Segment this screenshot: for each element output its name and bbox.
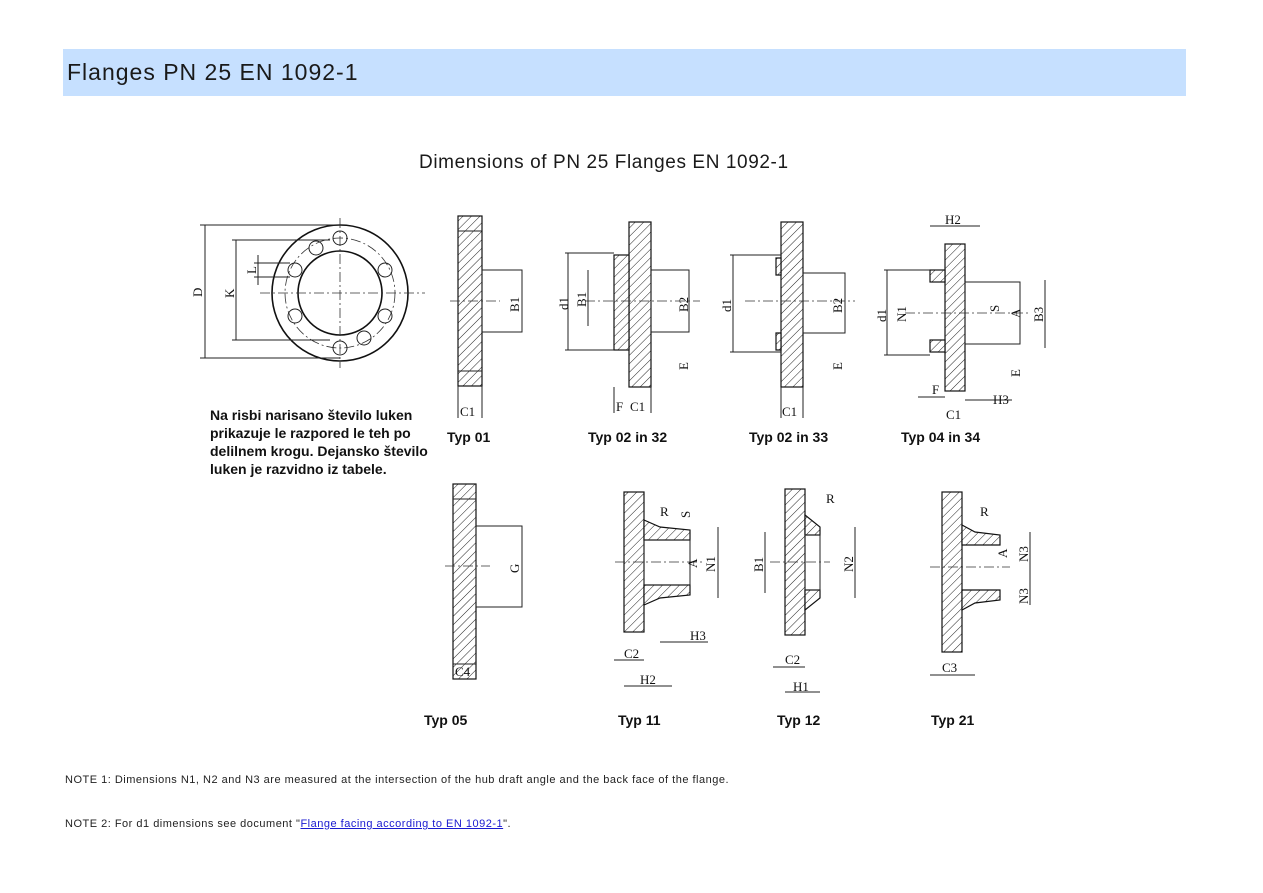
- label-typ-02-32: Typ 02 in 32: [588, 429, 667, 445]
- dim-R-typ11: R: [660, 504, 669, 519]
- label-typ-11: Typ 11: [618, 712, 661, 728]
- dim-C3-typ21: C3: [942, 660, 957, 675]
- label-typ-05: Typ 05: [424, 712, 468, 728]
- dim-C1-typ0232: C1: [630, 399, 645, 414]
- dim-C2-typ11: C2: [624, 646, 639, 661]
- typ-12-drawing: B1 N2 R C2 H1 Typ 12: [751, 488, 856, 728]
- dim-E-typ0233: E: [830, 362, 845, 370]
- hole-layout-info-text: Na risbi narisano število luken prikazuj…: [210, 407, 428, 477]
- diagram-title: Dimensions of PN 25 Flanges EN 1092-1: [419, 152, 789, 173]
- dim-C1-typ0434: C1: [946, 407, 961, 422]
- dim-B1-typ0232: B1: [574, 292, 589, 307]
- typ-02-32-drawing: d1 B1 B2 E F C1 Typ 02 in 32: [556, 221, 700, 445]
- label-typ-04-34: Typ 04 in 34: [901, 429, 980, 445]
- note-2-prefix: NOTE 2: For d1 dimensions see document ": [65, 818, 301, 830]
- typ-02-33-drawing: d1 B2 E C1 Typ 02 in 33: [719, 221, 855, 445]
- typ-05-drawing: G C4 Typ 05: [424, 483, 523, 728]
- front-view-drawing: D K L: [190, 218, 425, 368]
- dim-H2-typ0434: H2: [945, 212, 961, 227]
- page-title: Flanges PN 25 EN 1092-1: [67, 59, 359, 85]
- dim-N1-typ11: N1: [703, 556, 718, 572]
- label-typ-02-33: Typ 02 in 33: [749, 429, 828, 445]
- dim-G-typ05: G: [507, 564, 522, 573]
- dim-H3-typ0434: H3: [993, 392, 1009, 407]
- dim-D: D: [190, 288, 205, 297]
- dim-C4-typ05: C4: [455, 664, 471, 679]
- dim-H1-typ12: H1: [793, 679, 809, 694]
- dim-L: L: [244, 266, 259, 274]
- dim-S-typ11: S: [678, 511, 693, 518]
- typ-21-drawing: R A N3 N3 C3 Typ 21: [930, 491, 1031, 728]
- dim-S-typ0434: S: [987, 305, 1002, 312]
- dim-C1-typ0233: C1: [782, 404, 797, 419]
- dim-N1-typ0434: N1: [894, 306, 909, 322]
- dim-B1-typ12: B1: [751, 557, 766, 572]
- note-2: NOTE 2: For d1 dimensions see document "…: [65, 818, 511, 830]
- dim-d1-typ0233: d1: [719, 299, 734, 312]
- typ-01-drawing: B1 C1 Typ 01: [447, 215, 523, 445]
- dim-R-typ12: R: [826, 491, 835, 506]
- dim-H3-typ11: H3: [690, 628, 706, 643]
- dim-B3-typ0434: B3: [1031, 307, 1046, 322]
- label-typ-12: Typ 12: [777, 712, 821, 728]
- dim-F-typ0232: F: [616, 399, 623, 414]
- dim-A-typ11: A: [685, 558, 700, 568]
- typ-11-drawing: R S A N1 H3 C2 H2 Typ 11: [614, 491, 719, 728]
- dim-E-typ0232: E: [676, 362, 691, 370]
- note-2-suffix: ".: [503, 818, 512, 830]
- title-bar: Flanges PN 25 EN 1092-1: [63, 49, 1186, 96]
- dim-R-typ21: R: [980, 504, 989, 519]
- dim-N3-typ21-lower: N3: [1016, 588, 1031, 604]
- dim-N3-typ21-upper: N3: [1016, 546, 1031, 562]
- dim-E-typ0434: E: [1008, 369, 1023, 377]
- dim-K: K: [222, 288, 237, 298]
- dim-A-typ21: A: [995, 548, 1010, 558]
- flange-facing-link[interactable]: Flange facing according to EN 1092-1: [300, 818, 504, 830]
- dim-H2-typ11: H2: [640, 672, 656, 687]
- dim-F-typ0434: F: [932, 382, 939, 397]
- dim-N2-typ12: N2: [841, 556, 856, 572]
- dim-B2-typ0233: B2: [830, 298, 845, 313]
- note-1: NOTE 1: Dimensions N1, N2 and N3 are mea…: [65, 774, 730, 786]
- dim-B1-typ01: B1: [507, 297, 522, 312]
- dim-d1-typ0232: d1: [556, 297, 571, 310]
- typ-04-34-drawing: H2 d1 N1 S A B3 E F H3 C1 Typ 04 in 34: [874, 212, 1046, 445]
- dim-d1-typ0434: d1: [874, 309, 889, 322]
- label-typ-01: Typ 01: [447, 429, 491, 445]
- dim-B2-typ0232: B2: [676, 297, 691, 312]
- dim-A-typ0434: A: [1008, 308, 1023, 318]
- label-typ-21: Typ 21: [931, 712, 975, 728]
- dim-C1-typ01: C1: [460, 404, 475, 419]
- dim-C2-typ12: C2: [785, 652, 800, 667]
